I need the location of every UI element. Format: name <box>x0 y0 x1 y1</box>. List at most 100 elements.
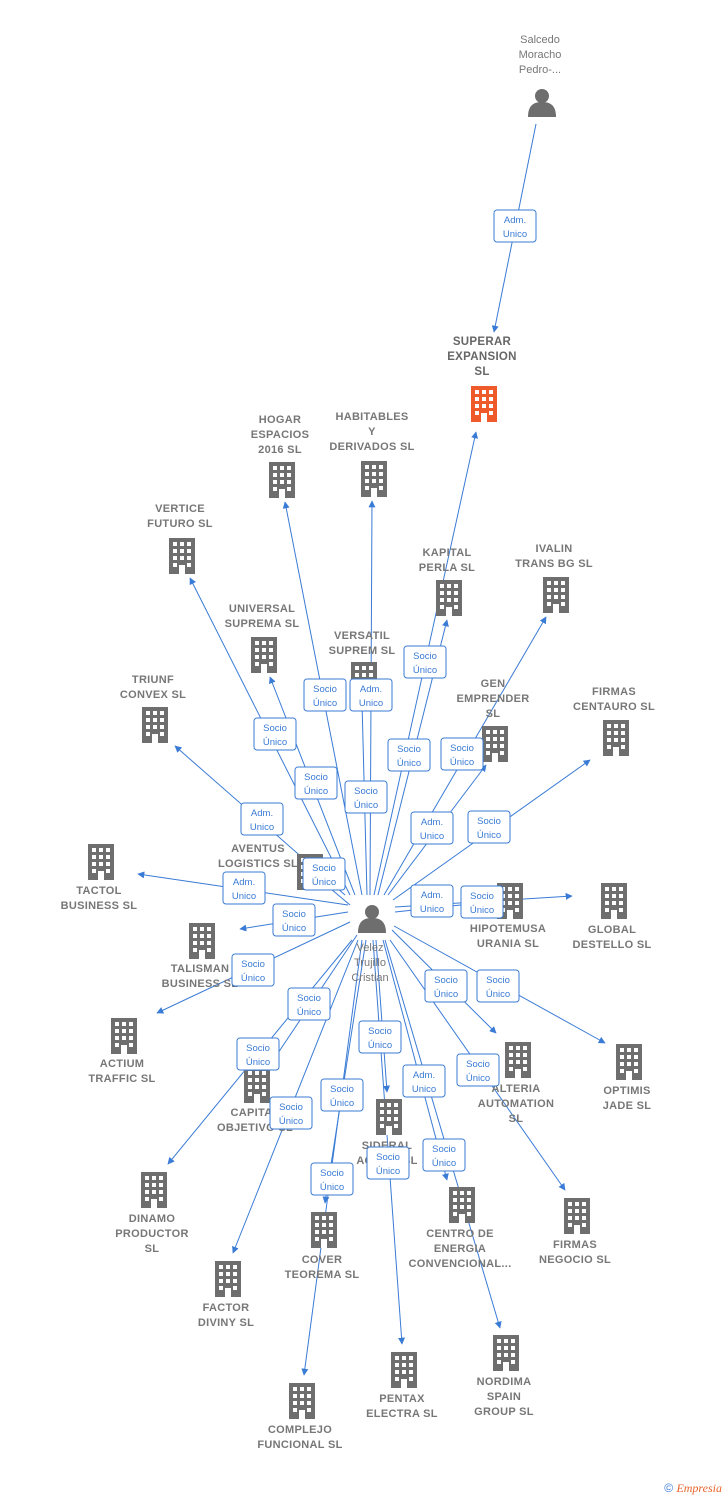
edge-label-box[interactable] <box>222 871 266 905</box>
edge-label-box[interactable] <box>253 717 297 751</box>
edge-label-box[interactable] <box>424 969 468 1003</box>
building-icon[interactable] <box>471 386 497 422</box>
building-icon[interactable] <box>111 1018 137 1054</box>
edge-label-box[interactable] <box>403 645 447 679</box>
building-icon[interactable] <box>543 577 569 613</box>
edge-label-box[interactable] <box>460 885 504 919</box>
building-icon[interactable] <box>376 1099 402 1135</box>
building-icon[interactable] <box>244 1067 270 1103</box>
edge-label-box[interactable] <box>456 1053 500 1087</box>
brand-logo[interactable]: Empresia <box>676 1481 722 1495</box>
edge-label-box[interactable] <box>410 884 454 918</box>
building-icon[interactable] <box>269 462 295 498</box>
edge-label-box[interactable] <box>476 969 520 1003</box>
person-icon[interactable] <box>528 89 556 117</box>
building-icon[interactable] <box>601 883 627 919</box>
building-icon[interactable] <box>391 1352 417 1388</box>
edge-label-box[interactable] <box>366 1146 410 1180</box>
building-icon[interactable] <box>361 461 387 497</box>
building-icon[interactable] <box>493 1335 519 1371</box>
edge-label-box[interactable] <box>231 953 275 987</box>
edge-label-box[interactable] <box>303 678 347 712</box>
edge-label-box[interactable] <box>287 987 331 1021</box>
edge-label-box[interactable] <box>467 810 511 844</box>
building-icon[interactable] <box>142 707 168 743</box>
edge-label-box[interactable] <box>422 1138 466 1172</box>
edge-label-box[interactable] <box>320 1078 364 1112</box>
node-centro[interactable]: CENTRO DEENERGIACONVENCIONAL... <box>409 1187 512 1270</box>
edge-label-box[interactable] <box>493 209 537 243</box>
building-icon[interactable] <box>449 1187 475 1223</box>
edge-label-box[interactable] <box>410 811 454 845</box>
building-icon[interactable] <box>482 726 508 762</box>
building-icon[interactable] <box>215 1261 241 1297</box>
building-icon[interactable] <box>251 637 277 673</box>
building-icon[interactable] <box>141 1172 167 1208</box>
building-icon[interactable] <box>88 844 114 880</box>
edge-label-box[interactable] <box>387 738 431 772</box>
edge-label-box[interactable] <box>236 1037 280 1071</box>
edge-label-box[interactable] <box>310 1162 354 1196</box>
edge-label-box[interactable] <box>272 903 316 937</box>
building-icon[interactable] <box>616 1044 642 1080</box>
edge-label-box[interactable] <box>440 737 484 771</box>
building-icon[interactable] <box>169 538 195 574</box>
edge-label-box[interactable] <box>302 857 346 891</box>
building-icon[interactable] <box>505 1042 531 1078</box>
edge-label-tactol[interactable]: Adm.Unico <box>222 871 266 905</box>
edge-label-box[interactable] <box>344 780 388 814</box>
edge-label-box[interactable] <box>269 1096 313 1130</box>
building-icon[interactable] <box>564 1198 590 1234</box>
edge-label-gen[interactable]: Adm.Unico <box>410 811 454 845</box>
edge-label-triunf[interactable]: Adm.Unico <box>240 802 284 836</box>
building-icon[interactable] <box>436 580 462 616</box>
node-salcedo[interactable]: SalcedoMorachoPedro-... <box>519 34 562 117</box>
edge-label-centro[interactable]: Adm.Unico <box>402 1064 446 1098</box>
building-icon[interactable] <box>311 1212 337 1248</box>
edge-label-box[interactable] <box>294 766 338 800</box>
